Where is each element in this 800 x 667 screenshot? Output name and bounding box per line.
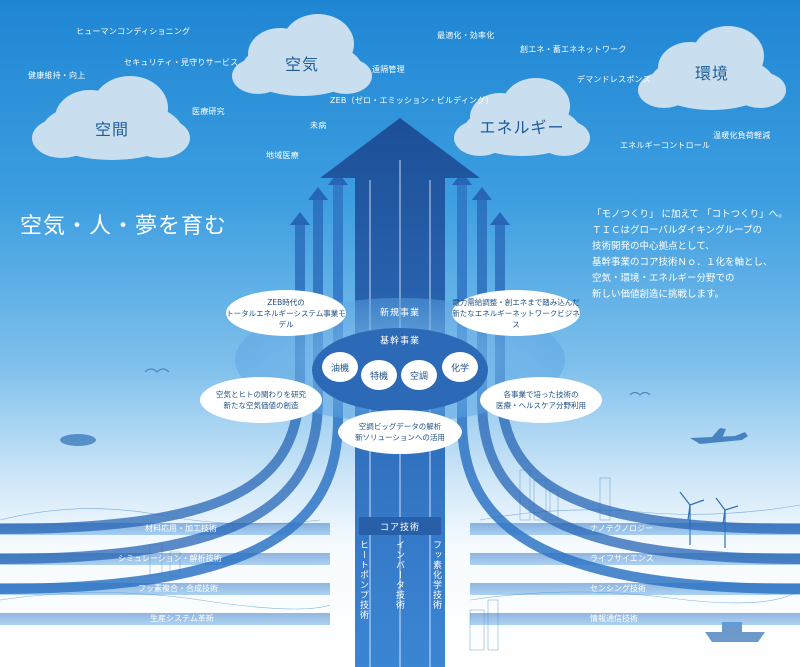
cloud-label-energy: エネルギー	[479, 118, 565, 137]
right-tech-label: センシング技術	[590, 584, 646, 593]
description-line: 基幹事業のコア技術Ｎｏ．１化を軸とし、	[592, 257, 773, 268]
blimp-icon	[60, 434, 96, 446]
cloud-label-kukan: 空間	[94, 120, 130, 139]
core-business-item: 油機	[322, 352, 358, 382]
keyword-label: 遠隔管理	[372, 65, 405, 74]
cloud-kankyo	[638, 26, 786, 110]
oval-text: 電力需給調整・創エネまで踏み込んだ	[452, 297, 580, 307]
description-line: 技術開発の中心拠点として、	[592, 241, 715, 252]
headline: 空気・人・夢を育む	[20, 214, 228, 239]
new-business-item: 空調ビッグデータの解析 新ソリューションへの活用	[338, 410, 462, 454]
keyword-label: ヒューマンコンディショニング	[76, 27, 191, 36]
right-tech-label: ナノテクノロジー	[590, 524, 654, 533]
oval-text: 各事業で培った技術の	[503, 390, 579, 399]
bird-icons	[144, 368, 651, 396]
airplane-icon	[690, 428, 748, 444]
description-block: 「モノつくり」 に加えて 「コトつくり」へ。 ＴＩＣはグローバルダイキングループ…	[592, 207, 797, 303]
keyword-label: 温暖化負荷軽減	[713, 131, 771, 140]
side-arrowheads	[290, 172, 510, 225]
oval-text: 新たな空気価値の創造	[223, 401, 299, 410]
description-line: 空気・環境・エネルギー分野での	[592, 273, 735, 284]
keyword-label: セキュリティ・見守りサービス	[124, 58, 239, 67]
core-business-item: 化学	[442, 352, 478, 382]
core-business-item: 空調	[401, 360, 437, 390]
keyword-label: 未病	[310, 121, 327, 130]
oval-text: 新ソリューションへの活用	[355, 433, 445, 442]
left-tech-label: フッ素複合・合成技術	[138, 584, 218, 593]
oval-text: 空気とヒトの関わりを研究	[216, 390, 306, 399]
core-tech-item: ヒートポンプ技術	[358, 540, 368, 620]
curving-streams-inner	[0, 185, 800, 594]
description-line: ＴＩＣはグローバルダイキングループの	[592, 225, 763, 236]
cloud-kuki	[232, 14, 372, 96]
keyword-label: 医療研究	[192, 107, 225, 116]
oval-text: ZEB時代の	[267, 297, 305, 307]
cloud-label-kuki: 空気	[284, 55, 320, 74]
description-line: 新しい価値創造に挑戦します。	[592, 289, 725, 300]
right-tech-label: 情報通信技術	[590, 614, 638, 623]
new-business-item: ZEB時代の トータルエネルギーシステム事業モデル	[226, 290, 346, 336]
new-business-label: 新規事業	[379, 308, 421, 319]
oval-text: トータルエネルギーシステム事業モデル	[226, 308, 346, 329]
core-business-item: 特機	[361, 360, 397, 390]
core-tech-item: インバータ技術	[394, 540, 404, 610]
left-tech-label: 材料応用・加工技術	[145, 524, 217, 533]
ship-icon	[705, 622, 765, 642]
oval-text: 医療・ヘルスケア分野利用	[496, 401, 586, 410]
left-tech-label: 生産システム革新	[150, 614, 214, 623]
keyword-label: デマンドレスポンス	[577, 75, 651, 84]
cloud-kukan	[32, 76, 190, 160]
keyword-label: 地域医療	[266, 151, 299, 160]
keyword-label: 健康維持・向上	[28, 71, 86, 80]
right-tech-label: ライフサイエンス	[590, 554, 654, 563]
keyword-label: 創エネ・蓄エネネットワーク	[520, 45, 627, 54]
cloud-label-kankyo: 環境	[694, 64, 730, 83]
description-line: 「モノつくり」 に加えて 「コトつくり」へ。	[592, 209, 788, 220]
keyword-label: ZEB（ゼロ・エミッション・ビルディング）	[330, 96, 494, 105]
left-tech-label: シミュレーション・解析技術	[118, 554, 222, 563]
core-business-label: 基幹事業	[379, 336, 421, 347]
keyword-label: エネルギーコントロール	[620, 141, 711, 150]
core-tech-item: フッ素化学技術	[431, 540, 441, 610]
oval-text: 新たなエネルギーネットワークビジネス	[452, 308, 580, 329]
oval-text: 空調ビッグデータの解析	[358, 422, 442, 431]
core-tech-label: コア技術	[359, 517, 441, 535]
keyword-label: 最適化・効率化	[437, 31, 495, 40]
new-business-item: 各事業で培った技術の 医療・ヘルスケア分野利用	[480, 377, 602, 423]
new-business-item: 電力需給調整・創エネまで踏み込んだ 新たなエネルギーネットワークビジネス	[452, 290, 580, 336]
new-business-item: 空気とヒトの関わりを研究 新たな空気価値の創造	[200, 377, 322, 423]
cloud-energy	[454, 78, 590, 156]
core-business-disc	[312, 328, 488, 412]
